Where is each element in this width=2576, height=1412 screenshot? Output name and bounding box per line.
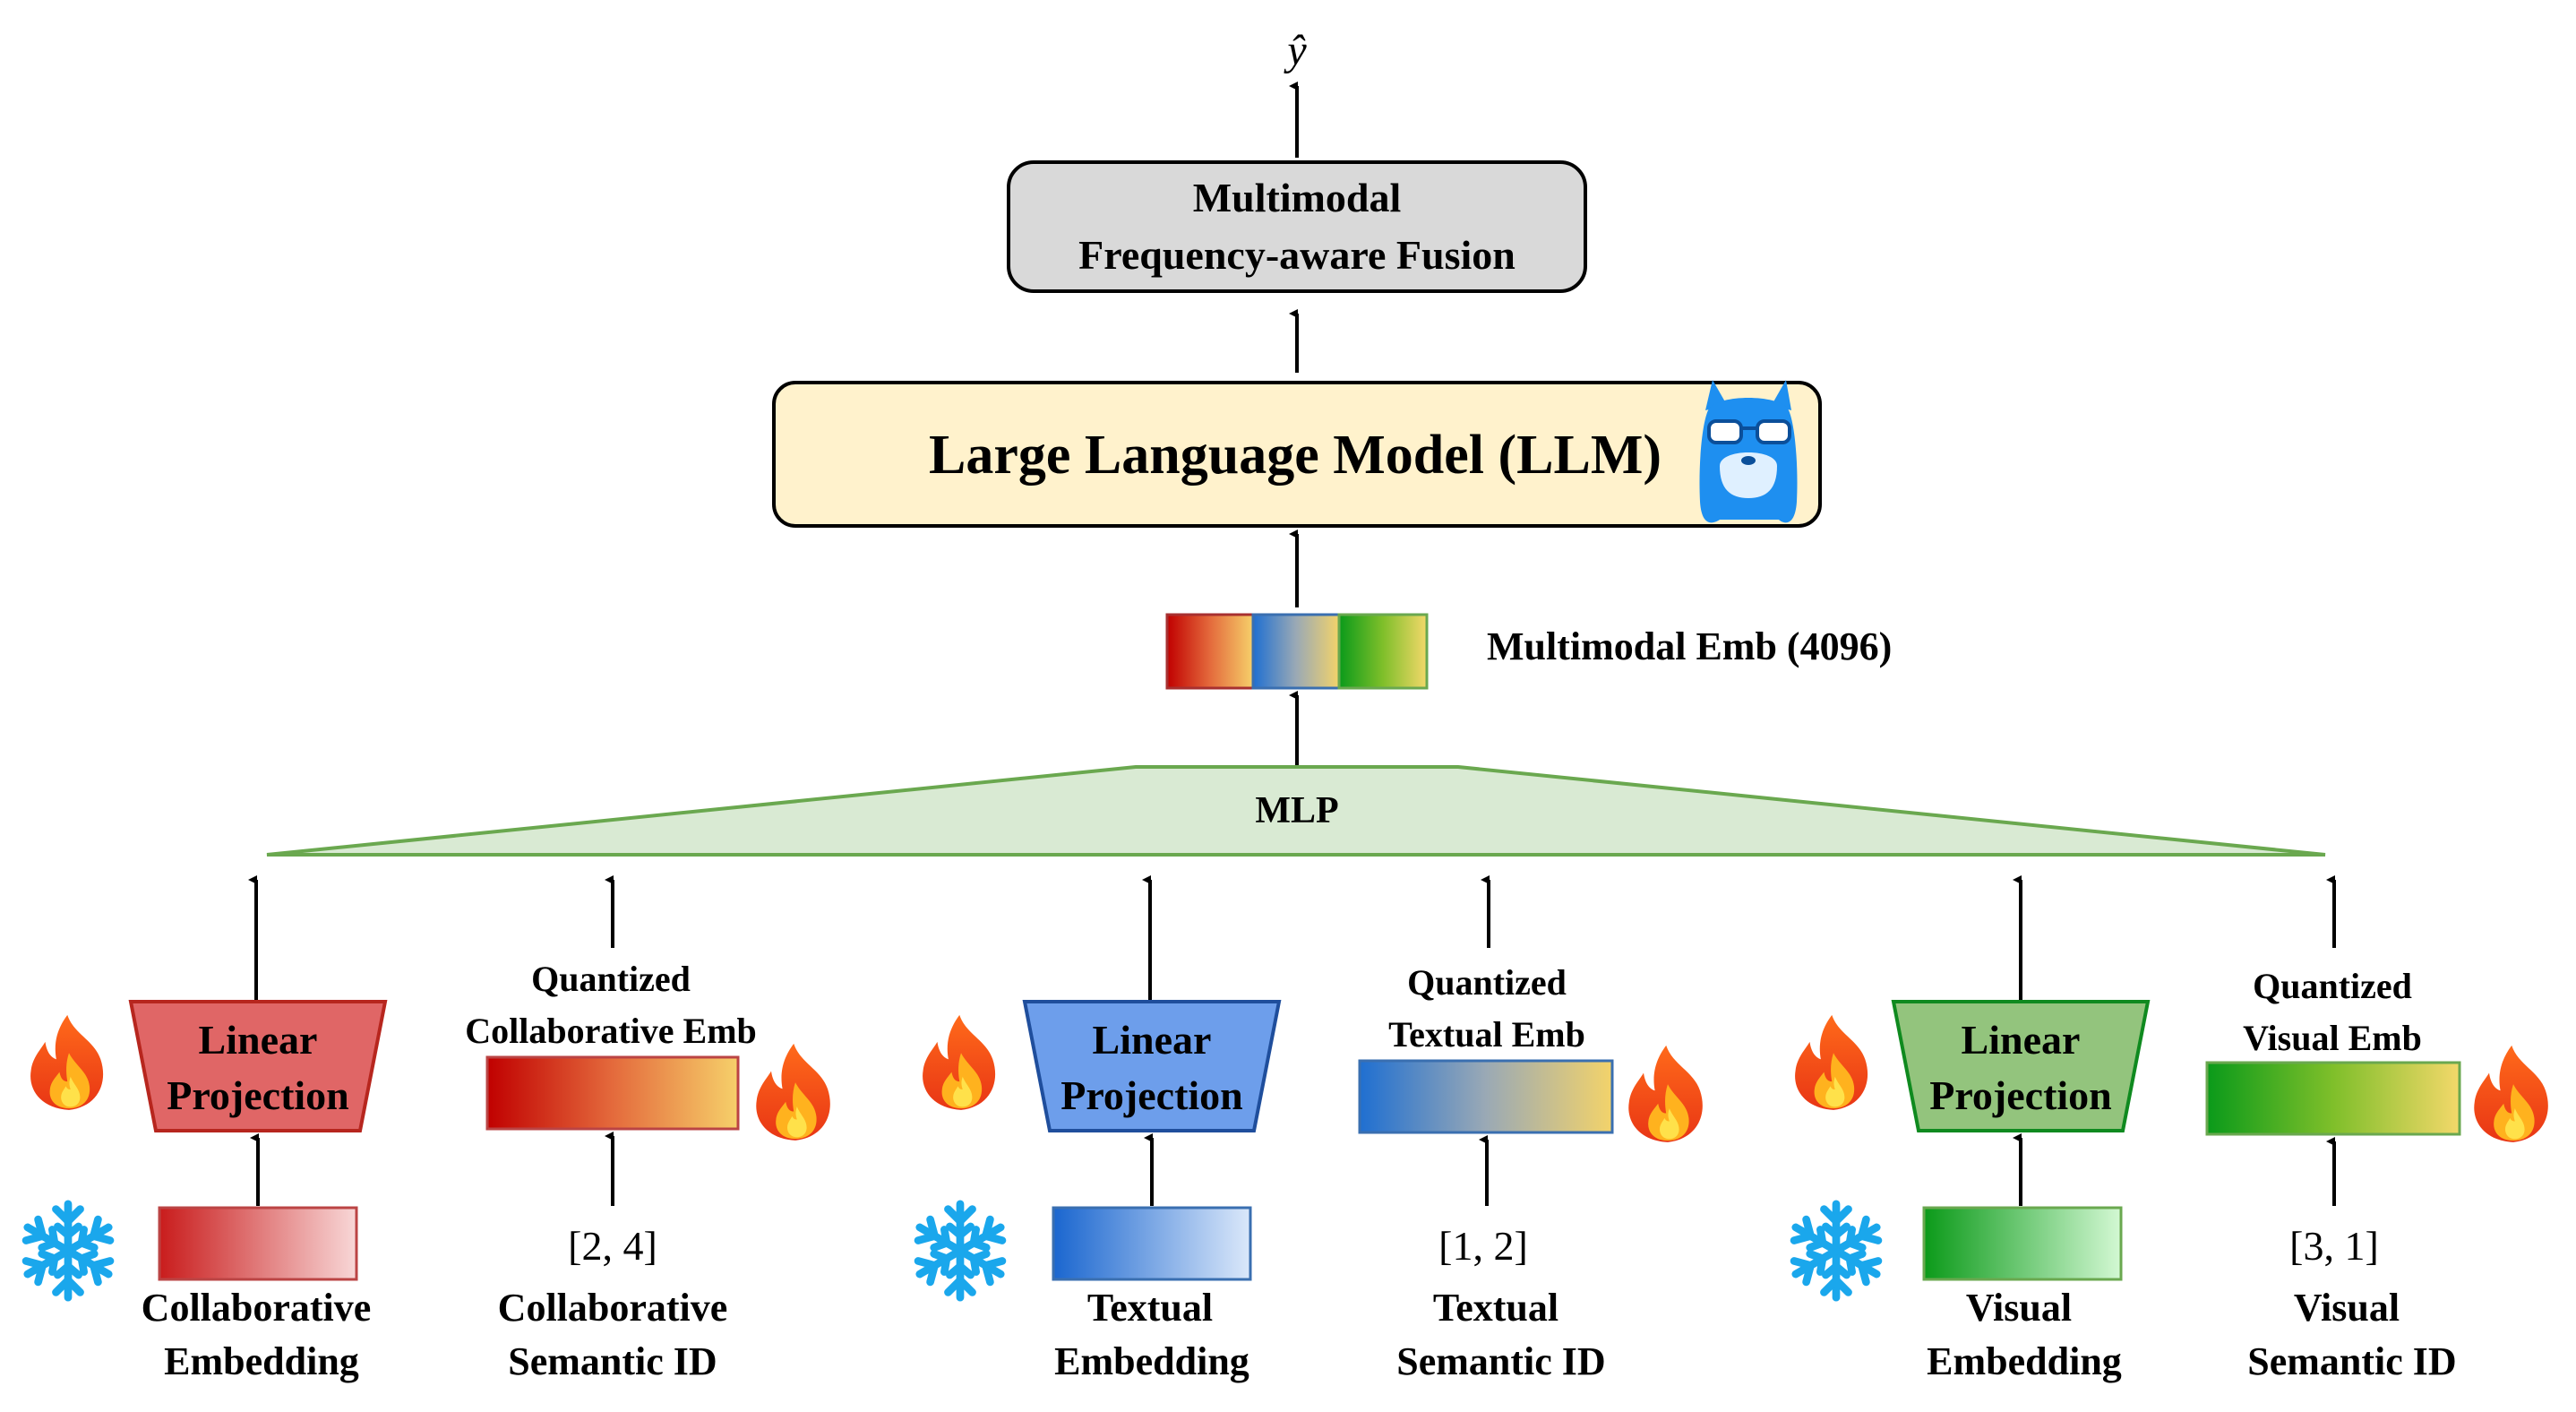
visual-projection-line2: Projection [1929, 1072, 2112, 1118]
collab-linear-projection [128, 1000, 388, 1132]
visual-projection-line1: Linear [1962, 1017, 2081, 1063]
text-linear-projection [1022, 1000, 1282, 1132]
snowflake-icon [1790, 1204, 1883, 1297]
multimodal-emb-bar [1165, 613, 1429, 690]
multimodal-emb-visual-segment [1337, 613, 1429, 690]
visual-embedding-line2: Embedding [1927, 1339, 2122, 1383]
collab-projection-line1: Linear [199, 1017, 318, 1063]
fire-icon [1628, 1045, 1703, 1142]
branch-visual: Linear Projection Visual Embedding Quant… [1790, 875, 2548, 1383]
visual-embedding-bar [1922, 1206, 2123, 1281]
fire-icon [2474, 1045, 2548, 1142]
collab-embedding-line1: Collaborative [142, 1286, 372, 1330]
collab-quantized-line1: Quantized [531, 959, 691, 999]
text-quantized-line1: Quantized [1407, 962, 1567, 1003]
text-projection-line1: Linear [1093, 1017, 1212, 1063]
fire-icon [30, 1014, 104, 1110]
text-embedding-line2: Embedding [1054, 1339, 1249, 1383]
text-sid-line1: Textual [1433, 1286, 1558, 1330]
mlp-trapezoid [266, 765, 2326, 857]
visual-quantized-line1: Quantized [2253, 966, 2412, 1006]
collab-projection-line2: Projection [167, 1072, 349, 1118]
fire-icon [923, 1014, 996, 1110]
snowflake-icon [21, 1204, 115, 1297]
fusion-label-line2: Frequency-aware Fusion [1078, 232, 1516, 278]
llm-label: Large Language Model (LLM) [929, 425, 1662, 486]
collab-sid-line2: Semantic ID [508, 1339, 717, 1383]
visual-linear-projection [1891, 1000, 2151, 1132]
branch-collaborative: Linear Projection Collaborative Embeddin… [21, 875, 830, 1383]
visual-embedding-line1: Visual [1966, 1286, 2072, 1330]
collab-quantized-emb-bar [485, 1055, 740, 1131]
visual-sid-line1: Visual [2294, 1286, 2400, 1330]
visual-quantized-line2: Visual Emb [2243, 1018, 2422, 1058]
llama-icon [1699, 380, 1798, 523]
llm-box [772, 381, 1822, 528]
fusion-label-line1: Multimodal [1193, 175, 1402, 220]
mlp-label: MLP [1255, 790, 1338, 831]
output-label: ŷ [1283, 27, 1307, 74]
snowflake-icon [914, 1204, 1007, 1297]
fusion-box [1007, 160, 1587, 293]
fire-icon [756, 1043, 830, 1141]
text-embedding-line1: Textual [1087, 1286, 1213, 1330]
text-semantic-id-value: [1, 2] [1438, 1223, 1528, 1269]
multimodal-emb-label: Multimodal Emb (4096) [1487, 624, 1892, 668]
collab-sid-line1: Collaborative [498, 1286, 728, 1330]
branch-textual: Linear Projection Textual Embedding Quan… [914, 875, 1703, 1383]
text-projection-line2: Projection [1060, 1072, 1243, 1118]
visual-semantic-id-value: [3, 1] [2289, 1223, 2379, 1269]
collab-embedding-line2: Embedding [164, 1339, 359, 1383]
text-embedding-bar [1052, 1206, 1252, 1281]
collab-embedding-bar [158, 1206, 358, 1281]
text-sid-line2: Semantic ID [1396, 1339, 1605, 1383]
multimodal-emb-collab-segment [1165, 613, 1255, 690]
collab-quantized-line2: Collaborative Emb [465, 1011, 757, 1051]
multimodal-emb-text-segment [1251, 613, 1341, 690]
fire-icon [1795, 1014, 1868, 1110]
text-quantized-line2: Textual Emb [1388, 1014, 1585, 1055]
visual-sid-line2: Semantic ID [2247, 1339, 2456, 1383]
text-quantized-emb-bar [1358, 1059, 1614, 1134]
visual-quantized-emb-bar [2205, 1061, 2461, 1136]
collab-semantic-id-value: [2, 4] [568, 1223, 657, 1269]
